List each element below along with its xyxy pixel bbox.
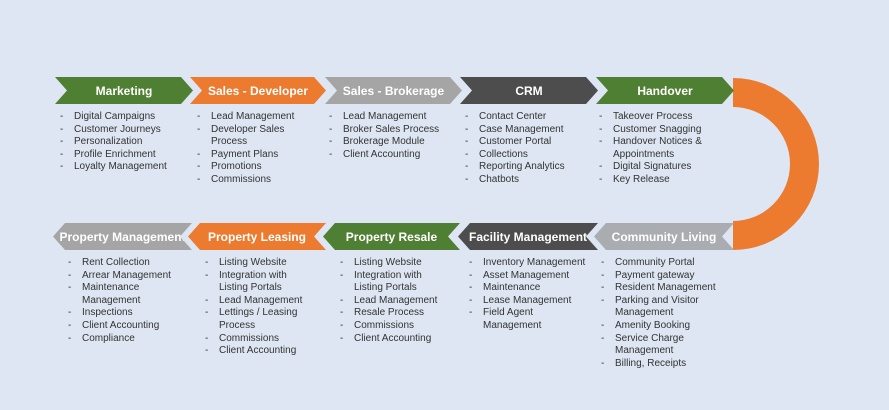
list-item: Developer Sales Process [197, 124, 315, 149]
list-item: Integration with Listing Portals [205, 270, 317, 295]
list-item: Commissions [197, 174, 315, 187]
stage-label: Marketing [95, 83, 153, 98]
list-item: Profile Enrichment [60, 149, 186, 162]
list-item: Collections [465, 149, 591, 162]
list-item: Inspections [68, 307, 186, 320]
list-item: Brokerage Module [329, 136, 455, 149]
sales-developer-items: Lead Management Developer Sales Process … [197, 111, 315, 187]
list-item: Lead Management [329, 111, 455, 124]
list-item: Promotions [197, 161, 315, 174]
list-item: Client Accounting [205, 345, 317, 358]
stage-community-living: Community Living [594, 223, 734, 250]
property-leasing-items: Listing Website Integration with Listing… [205, 257, 317, 358]
stage-label: Property Resale [345, 229, 438, 244]
marketing-items: Digital Campaigns Customer Journeys Pers… [60, 111, 186, 174]
list-item: Reporting Analytics [465, 161, 591, 174]
list-item: Personalization [60, 136, 186, 149]
list-item: Client Accounting [68, 320, 186, 333]
list-item: Chatbots [465, 174, 591, 187]
list-item: Commissions [205, 333, 317, 346]
list-item: Parking and Visitor Management [601, 295, 727, 320]
list-item: Payment gateway [601, 270, 727, 283]
stage-label: CRM [515, 83, 543, 98]
list-item: Commissions [340, 320, 452, 333]
list-item: Case Management [465, 124, 591, 137]
handover-items: Takeover Process Customer Snagging Hando… [599, 111, 721, 187]
list-item: Maintenance [469, 282, 593, 295]
list-item: Field Agent Management [469, 307, 593, 332]
list-item: Listing Website [340, 257, 452, 270]
list-item: Service Charge Management [601, 333, 727, 358]
sales-brokerage-items: Lead Management Broker Sales Process Bro… [329, 111, 455, 161]
stage-property-resale: Property Resale [323, 223, 460, 250]
stage-crm: CRM [460, 77, 598, 104]
stage-label: Community Living [611, 229, 717, 244]
list-item: Lead Management [205, 295, 317, 308]
list-item: Lettings / Leasing Process [205, 307, 317, 332]
list-item: Community Portal [601, 257, 727, 270]
property-management-items: Rent Collection Arrear Management Mainte… [68, 257, 186, 345]
stage-label: Sales - Developer [207, 83, 309, 98]
list-item: Rent Collection [68, 257, 186, 270]
list-item: Resale Process [340, 307, 452, 320]
stage-label: Property Leasing [207, 229, 307, 244]
property-resale-items: Listing Website Integration with Listing… [340, 257, 452, 345]
list-item: Billing, Receipts [601, 358, 727, 371]
stage-label: Property Management [59, 229, 186, 244]
stage-property-management: Property Management [53, 223, 192, 250]
list-item: Integration with Listing Portals [340, 270, 452, 295]
list-item: Customer Journeys [60, 124, 186, 137]
list-item: Lead Management [197, 111, 315, 124]
list-item: Resident Management [601, 282, 727, 295]
list-item: Contact Center [465, 111, 591, 124]
list-item: Key Release [599, 174, 721, 187]
stage-label: Facility Management [468, 229, 588, 244]
list-item: Broker Sales Process [329, 124, 455, 137]
stage-property-leasing: Property Leasing [188, 223, 326, 250]
stage-handover: Handover [596, 77, 734, 104]
list-item: Customer Portal [465, 136, 591, 149]
list-item: Loyalty Management [60, 161, 186, 174]
list-item: Maintenance Management [68, 282, 186, 307]
list-item: Compliance [68, 333, 186, 346]
list-item: Amenity Booking [601, 320, 727, 333]
stage-facility-management: Facility Management [458, 223, 598, 250]
stage-label: Handover [637, 83, 693, 98]
list-item: Client Accounting [340, 333, 452, 346]
list-item: Arrear Management [68, 270, 186, 283]
stage-marketing: Marketing [55, 77, 193, 104]
crm-items: Contact Center Case Management Customer … [465, 111, 591, 187]
list-item: Inventory Management [469, 257, 593, 270]
list-item: Asset Management [469, 270, 593, 283]
community-living-items: Community Portal Payment gateway Residen… [601, 257, 727, 370]
stage-sales-brokerage: Sales - Brokerage [325, 77, 462, 104]
list-item: Handover Notices & Appointments [599, 136, 721, 161]
list-item: Listing Website [205, 257, 317, 270]
list-item: Digital Campaigns [60, 111, 186, 124]
stage-sales-developer: Sales - Developer [190, 77, 326, 104]
list-item: Lease Management [469, 295, 593, 308]
list-item: Customer Snagging [599, 124, 721, 137]
list-item: Client Accounting [329, 149, 455, 162]
stage-label: Sales - Brokerage [342, 83, 445, 98]
facility-management-items: Inventory Management Asset Management Ma… [469, 257, 593, 333]
list-item: Lead Management [340, 295, 452, 308]
list-item: Payment Plans [197, 149, 315, 162]
list-item: Digital Signatures [599, 161, 721, 174]
list-item: Takeover Process [599, 111, 721, 124]
